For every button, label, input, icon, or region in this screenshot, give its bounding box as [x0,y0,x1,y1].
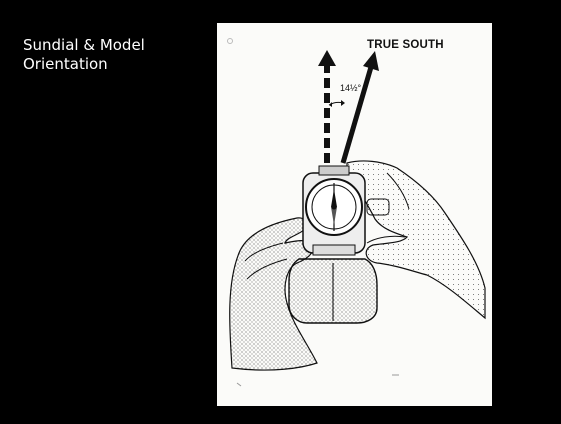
angle-label: 14½° [340,83,361,93]
compass-lid [289,259,377,323]
compass-illustration: TRUE SOUTH 14½° [217,23,492,406]
true-south-label: TRUE SOUTH [367,39,444,51]
angle-arrowhead-right [341,100,345,106]
dashed-north-arrow [318,50,336,163]
paper-mark [237,383,241,386]
compass-drawing [217,23,492,406]
paper-dot [228,39,233,44]
true-south-arrow [343,51,379,163]
slide-title: Sundial & Model Orientation [23,36,193,74]
